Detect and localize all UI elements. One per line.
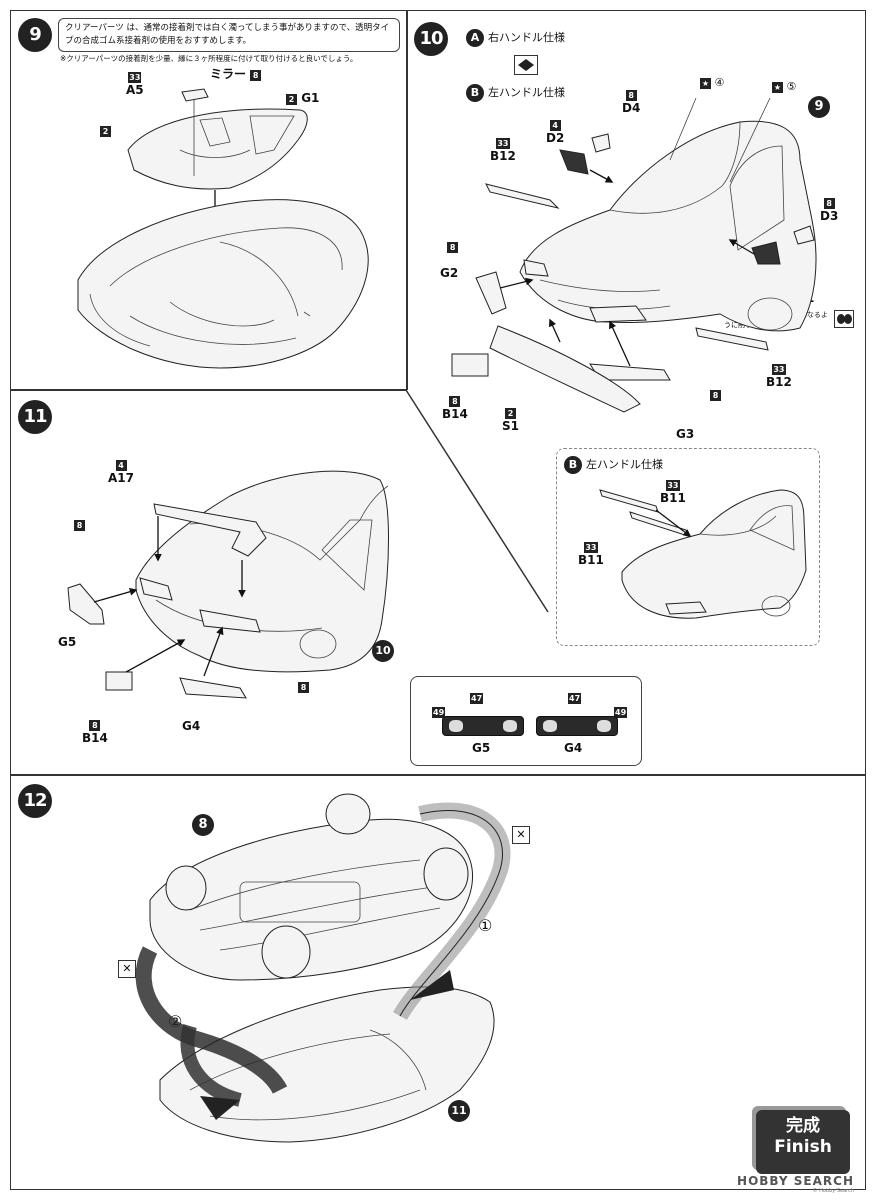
step-9-label-g1: 2 G1: [286, 92, 319, 106]
divider-v-top: [406, 10, 408, 390]
legend-g4-label: G4: [564, 741, 583, 755]
legend-g4-code-47: 47: [568, 693, 582, 704]
divider-diagonal: [405, 389, 549, 613]
step-10-label-g3-code: 8: [710, 388, 721, 402]
watermark: HOBBY SEARCH © Hobby Search: [737, 1174, 854, 1194]
step-11-ref-10: 10: [372, 640, 394, 662]
step-11-label-8a: 8: [74, 518, 85, 532]
star-marker-4: ★ ④: [700, 76, 725, 89]
divider-h-9: [10, 389, 407, 391]
page-frame: [10, 10, 866, 1190]
step-11-label-g5: G5: [58, 635, 77, 649]
step-10-inset-drawing: [599, 489, 807, 619]
finish-badge: 完成 Finish: [756, 1110, 850, 1174]
watermark-brand: HOBBY SEARCH: [737, 1174, 854, 1188]
legend-g5-code-49: 49: [432, 707, 446, 718]
step-12-ref-8: 8: [192, 814, 214, 836]
step-12-drawing: [135, 793, 511, 1143]
step-9-note: クリアーパーツ は、通常の接着剤では白く濁ってしまう事がありますので、透明タイプ…: [58, 18, 400, 52]
divider-h-12: [10, 774, 866, 776]
step-9-label-2: 2: [100, 124, 111, 138]
watermark-sub: © Hobby Search: [812, 1188, 854, 1194]
step-11-number: 11: [18, 400, 52, 434]
no-glue-icon-right: ✕: [512, 826, 530, 844]
step-9-label-mirror: ミラー 8: [210, 68, 262, 82]
step-12-ref-11: 11: [448, 1100, 470, 1122]
step-9-number: 9: [18, 18, 52, 52]
step-10-inset-box: [556, 448, 820, 646]
legend-g5-label: G5: [472, 741, 491, 755]
step-11-label-g4: G4: [182, 719, 201, 733]
no-glue-icon-left: ✕: [118, 960, 136, 978]
legend-g4-part: [536, 716, 618, 736]
finish-en: Finish: [774, 1137, 832, 1157]
step-11-drawing: [67, 470, 389, 699]
finish-jp: 完成: [786, 1116, 820, 1136]
legend-g5-part: [442, 716, 524, 736]
variant-a-steering-icon: [514, 55, 538, 75]
mirror-flat-icon: [834, 310, 854, 328]
star-marker-5: ★ ⑤: [772, 80, 797, 93]
legend-g4-code-49: 49: [614, 707, 628, 718]
step-9-drawing: [77, 88, 369, 369]
step-11-label-8b: 8: [298, 680, 309, 694]
legend-g5-code-47: 47: [470, 693, 484, 704]
step-10-label-g3: G3: [676, 427, 695, 441]
step-9-note-small: ※クリアーパーツの接着剤を少量、縁に３ヶ所程度に付けて取り付けると良いでしょう。: [60, 54, 358, 63]
step-12-number: 12: [18, 784, 52, 818]
step-10-drawing: [451, 97, 817, 413]
step-11-legend-box: [410, 676, 642, 766]
step-10-ref-9: 9: [808, 96, 830, 118]
step-10-number: 10: [414, 22, 448, 56]
